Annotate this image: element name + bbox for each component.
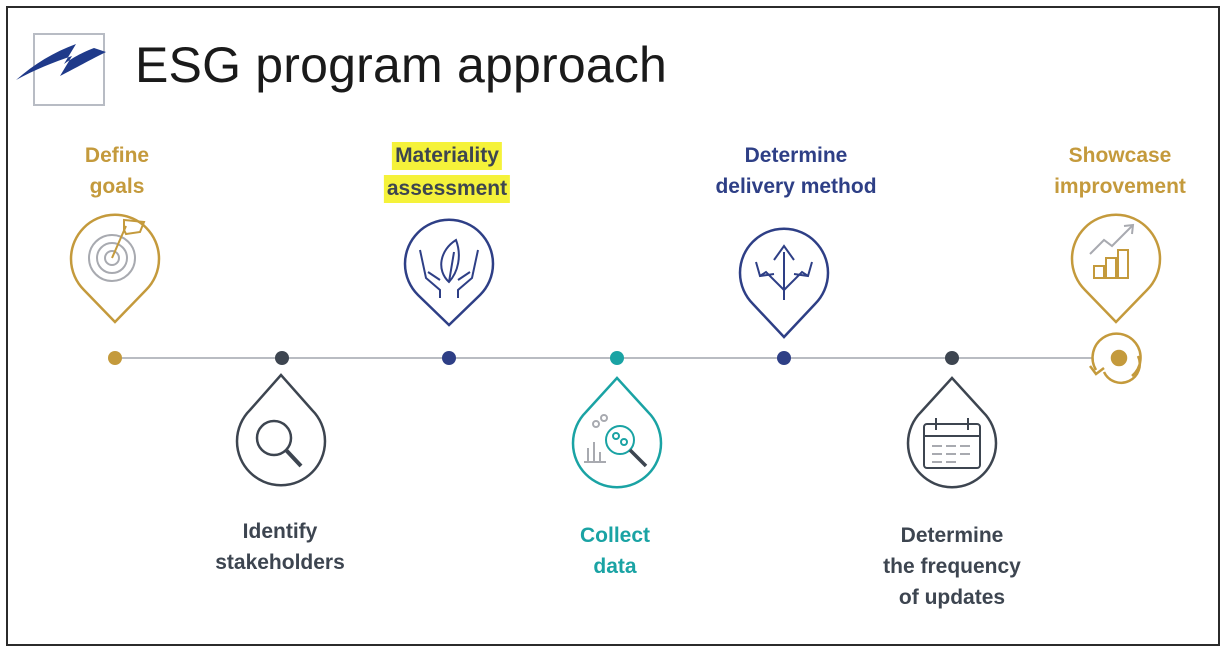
hands-leaf-icon	[419, 238, 479, 298]
timeline-dot-identify-stakeholders	[275, 351, 289, 365]
timeline-diagram	[69, 213, 1162, 489]
timeline-dot-frequency-of-updates	[945, 351, 959, 365]
cycle-target-icon	[1089, 332, 1142, 385]
timeline-dot-define-goals	[108, 351, 122, 365]
pin-delivery-method	[738, 227, 830, 339]
pin-showcase-improvement	[1070, 213, 1162, 324]
pin-collect-data	[571, 376, 663, 489]
pin-identify-stakeholders	[235, 373, 327, 487]
slide-title: ESG program approach	[135, 37, 668, 93]
arrows-split-icon	[755, 244, 813, 300]
pin-define-goals	[69, 213, 161, 324]
target-flag-icon	[88, 218, 146, 282]
magnifier-icon	[255, 419, 303, 468]
timeline-dot-materiality-assessment	[442, 351, 456, 365]
pin-materiality-assessment	[403, 218, 495, 327]
timeline-dot-collect-data	[610, 351, 624, 365]
company-logo	[16, 44, 106, 80]
calendar-icon	[923, 418, 981, 469]
pin-frequency-of-updates	[906, 376, 998, 489]
data-analysis-icon	[584, 414, 648, 468]
timeline-dot-delivery-method	[777, 351, 791, 365]
growth-chart-icon	[1089, 223, 1135, 279]
